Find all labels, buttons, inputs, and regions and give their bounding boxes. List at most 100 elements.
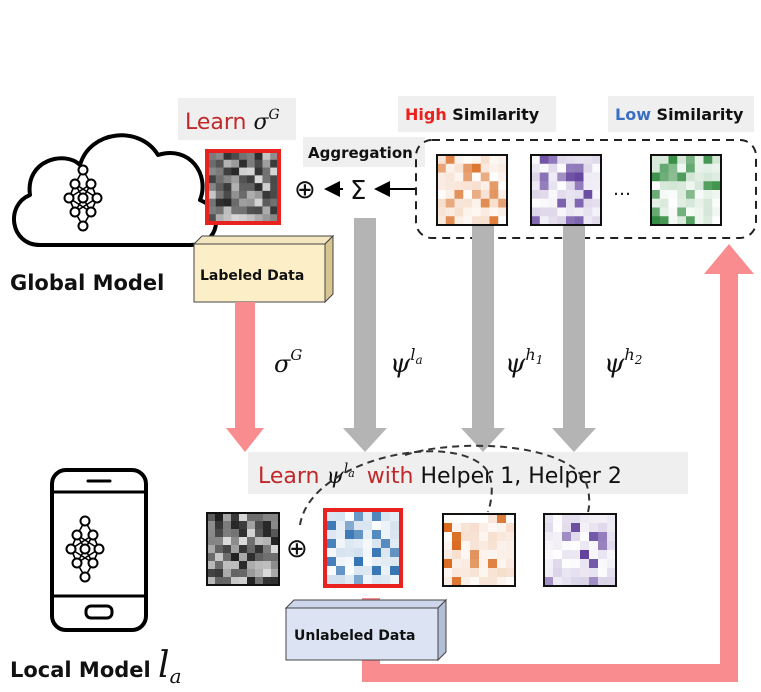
blue-matrix-cell	[381, 521, 391, 531]
green-matrix-cell	[686, 181, 696, 191]
local-gray-matrix-cell	[223, 569, 232, 578]
upload-return-arrow	[362, 244, 754, 682]
green-matrix-cell	[694, 207, 704, 217]
orange-matrix-cell	[497, 541, 507, 551]
nn-node	[79, 515, 91, 527]
green-matrix-cell	[651, 172, 661, 182]
purple-matrix-cell	[539, 216, 549, 226]
orange-matrix-cell	[506, 523, 516, 533]
global-matrix-cell	[239, 183, 248, 192]
green-matrix-cell	[703, 216, 713, 226]
orange-matrix-cell	[452, 523, 462, 533]
global-matrix-cell	[223, 198, 232, 207]
purple-matrix-cell	[607, 532, 617, 542]
green-matrix-cell	[703, 181, 713, 191]
orange-matrix-cell	[445, 172, 455, 182]
local-gray-matrix-cell	[271, 529, 280, 538]
purple-matrix-cell	[557, 216, 567, 226]
orange-matrix-cell	[480, 216, 490, 226]
purple-matrix-cell	[544, 514, 554, 524]
global-matrix-cell	[215, 214, 224, 223]
purple-matrix-cell	[553, 550, 563, 560]
blue-matrix-cell	[354, 548, 364, 558]
purple-matrix-cell	[553, 523, 563, 533]
local-gray-matrix-cell	[263, 553, 272, 562]
labeled-data-block: Labeled Data	[192, 234, 335, 304]
purple-matrix-cell	[583, 163, 593, 173]
green-matrix-cell	[712, 190, 722, 200]
green-matrix-cell	[686, 198, 696, 208]
purple-matrix-cell	[571, 577, 581, 587]
orange-matrix-cell	[506, 514, 516, 524]
purple-matrix-cell	[580, 559, 590, 569]
local-gray-matrix-cell	[271, 545, 280, 554]
helper-link-dashed-2	[404, 444, 591, 513]
cloud-neural-network-icon	[12, 133, 218, 247]
blue-matrix-cell	[345, 548, 355, 558]
orange-matrix-cell	[454, 172, 464, 182]
purple-matrix-cell	[562, 550, 572, 560]
local-gray-matrix-cell	[263, 513, 272, 522]
local-gray-matrix-cell	[207, 529, 216, 538]
orange-matrix-cell	[472, 207, 482, 217]
orange-matrix-cell	[470, 559, 480, 569]
purple-matrix-cell	[607, 577, 617, 587]
purple-matrix-cell	[566, 207, 576, 217]
purple-matrix-cell	[531, 163, 541, 173]
orange-matrix-cell	[463, 181, 473, 191]
local-gray-matrix-cell	[231, 577, 240, 586]
purple-matrix-cell	[562, 568, 572, 578]
global-matrix-cell	[254, 198, 263, 207]
local-gray-matrix-cell	[247, 529, 256, 538]
orange-matrix-cell	[488, 559, 498, 569]
orange-matrix-cell	[463, 198, 473, 208]
local-gray-matrix-cell	[231, 513, 240, 522]
blue-matrix-cell	[354, 521, 364, 531]
purple-matrix-cell	[539, 190, 549, 200]
purple-matrix-cell	[548, 163, 558, 173]
orange-matrix-cell	[452, 514, 462, 524]
local-gray-matrix-cell	[231, 537, 240, 546]
blue-matrix-cell	[381, 539, 391, 549]
purple-matrix-cell	[580, 532, 590, 542]
learn-sigma-box	[178, 98, 296, 140]
global-matrix-cell	[254, 159, 263, 168]
orange-matrix-cell	[454, 207, 464, 217]
blue-matrix-cell	[345, 512, 355, 522]
local-gray-matrix-cell	[255, 513, 264, 522]
purple-matrix-cell	[544, 559, 554, 569]
global-matrix-cell	[262, 206, 271, 215]
orange-matrix-cell	[506, 541, 516, 551]
orange-matrix-cell	[461, 532, 471, 542]
orange-matrix-cell	[445, 207, 455, 217]
local-gray-matrix-cell	[255, 569, 264, 578]
orange-matrix-cell	[437, 181, 447, 191]
blue-matrix-cell	[327, 539, 337, 549]
global-matrix-cell	[231, 159, 240, 168]
global-matrix-cell	[223, 159, 232, 168]
blue-matrix-cell	[345, 521, 355, 531]
global-matrix-cell	[223, 183, 232, 192]
orange-matrix-cell	[489, 181, 499, 191]
global-matrix-cell	[246, 152, 256, 161]
blue-matrix-cell	[354, 539, 364, 549]
blue-matrix-cell	[381, 530, 391, 540]
green-matrix-cell	[712, 181, 722, 191]
blue-matrix-cell	[381, 557, 391, 567]
orange-matrix-cell	[497, 532, 507, 542]
blue-matrix-cell	[390, 575, 400, 585]
local-psi-matrix	[323, 508, 403, 588]
green-matrix-cell	[651, 181, 661, 191]
global-matrix-cell	[239, 214, 248, 223]
green-matrix-cell	[677, 181, 687, 191]
orange-matrix-cell	[470, 550, 480, 560]
global-matrix-cell	[262, 198, 271, 207]
purple-matrix-cell	[607, 559, 617, 569]
green-matrix-cell	[668, 207, 678, 217]
aggregation-label: Aggregation	[308, 144, 413, 162]
purple-matrix-cell	[539, 181, 549, 191]
orange-matrix-cell	[443, 523, 453, 533]
orange-matrix-cell	[463, 190, 473, 200]
orange-matrix-cell	[472, 163, 482, 173]
blue-matrix-cell	[354, 557, 364, 567]
